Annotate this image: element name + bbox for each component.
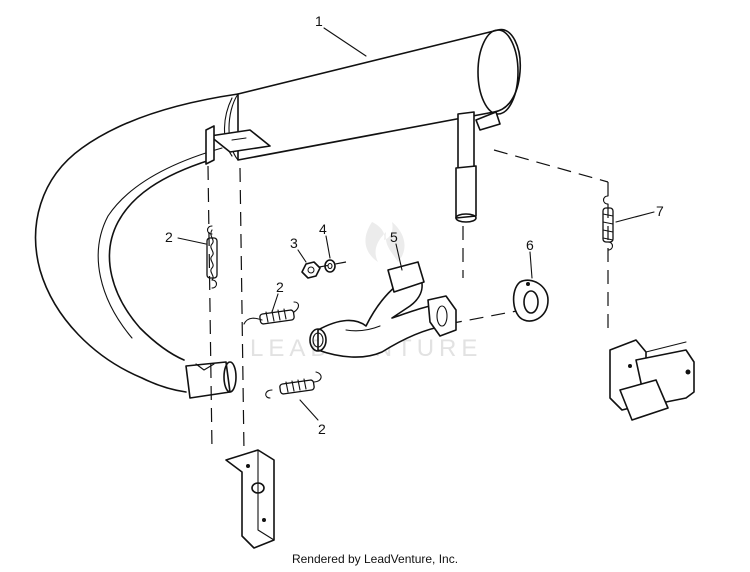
callout-leaders — [177, 27, 655, 421]
muffler-mount-post — [455, 111, 501, 223]
callout-2-left: 2 — [165, 229, 173, 245]
y-pipe-header — [309, 261, 457, 358]
callout-1: 1 — [315, 13, 323, 29]
callout-7: 7 — [656, 203, 664, 219]
callout-numbers: 1 2 2 2 3 4 5 6 7 — [165, 13, 664, 437]
exhaust-gasket — [512, 279, 549, 322]
callout-6: 6 — [526, 237, 534, 253]
callout-4: 4 — [319, 221, 327, 237]
muffler-bracket-left — [205, 125, 271, 165]
render-credit: Rendered by LeadVenture, Inc. — [291, 552, 459, 566]
callout-2-center: 2 — [276, 279, 284, 295]
callout-3: 3 — [290, 235, 298, 251]
spring-center-upper — [243, 301, 300, 325]
frame-bracket-bottom — [225, 449, 275, 549]
frame-bracket-right — [609, 339, 695, 421]
spring-center-lower — [265, 371, 322, 399]
nut — [301, 261, 321, 279]
spring-left-vertical — [206, 225, 218, 289]
callout-2-bottom: 2 — [318, 421, 326, 437]
callout-5: 5 — [390, 229, 398, 245]
spring-right — [602, 195, 614, 251]
washer — [324, 259, 336, 273]
